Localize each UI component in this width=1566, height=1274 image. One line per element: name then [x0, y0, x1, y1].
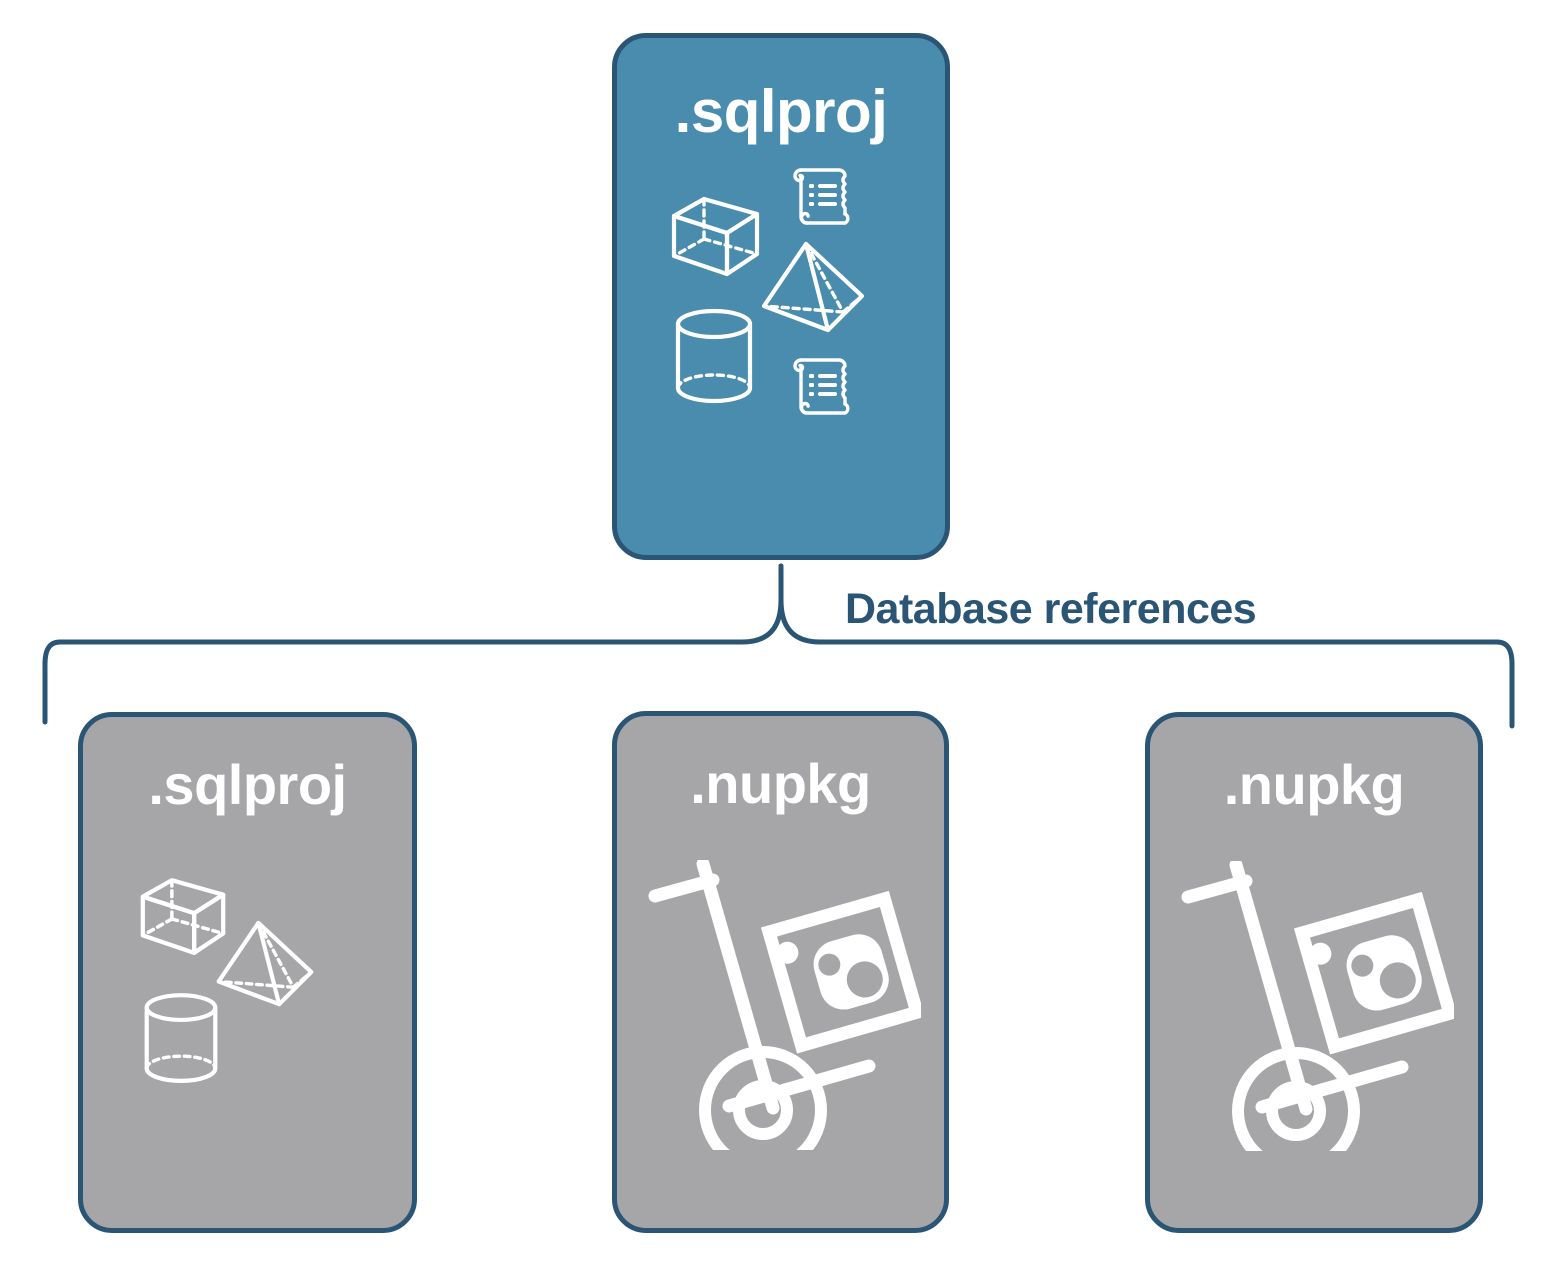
node-title-child-0: .sqlproj	[148, 753, 347, 816]
hand-truck-icon	[648, 860, 921, 1150]
root-icon-group	[666, 164, 896, 429]
node-nupkg-child-2[interactable]: .nupkg	[1145, 712, 1483, 1233]
connector-label: Database references	[845, 585, 1257, 633]
child-0-icon-group	[137, 875, 337, 1090]
cylinder-icon	[144, 993, 217, 1083]
node-nupkg-child-1[interactable]: .nupkg	[612, 711, 949, 1233]
node-sqlproj-child[interactable]: .sqlproj	[78, 712, 417, 1233]
hand-truck-icon	[1181, 861, 1454, 1151]
nuget-box-icon	[1293, 891, 1454, 1055]
child-1-icon-group	[641, 860, 921, 1150]
nuget-box-icon	[760, 890, 921, 1054]
cube-icon	[140, 878, 225, 955]
node-title-child-2: .nupkg	[1223, 753, 1405, 816]
cylinder-icon	[675, 308, 753, 404]
node-sqlproj-root[interactable]: .sqlproj	[612, 33, 950, 560]
scroll-icon	[793, 168, 850, 225]
cube-icon	[671, 196, 760, 277]
node-title-child-1: .nupkg	[690, 752, 871, 815]
pyramid-icon	[761, 241, 865, 333]
child-2-icon-group	[1174, 861, 1454, 1151]
node-title-root: .sqlproj	[674, 78, 888, 145]
scroll-icon	[793, 358, 850, 415]
pyramid-icon	[216, 920, 313, 1007]
